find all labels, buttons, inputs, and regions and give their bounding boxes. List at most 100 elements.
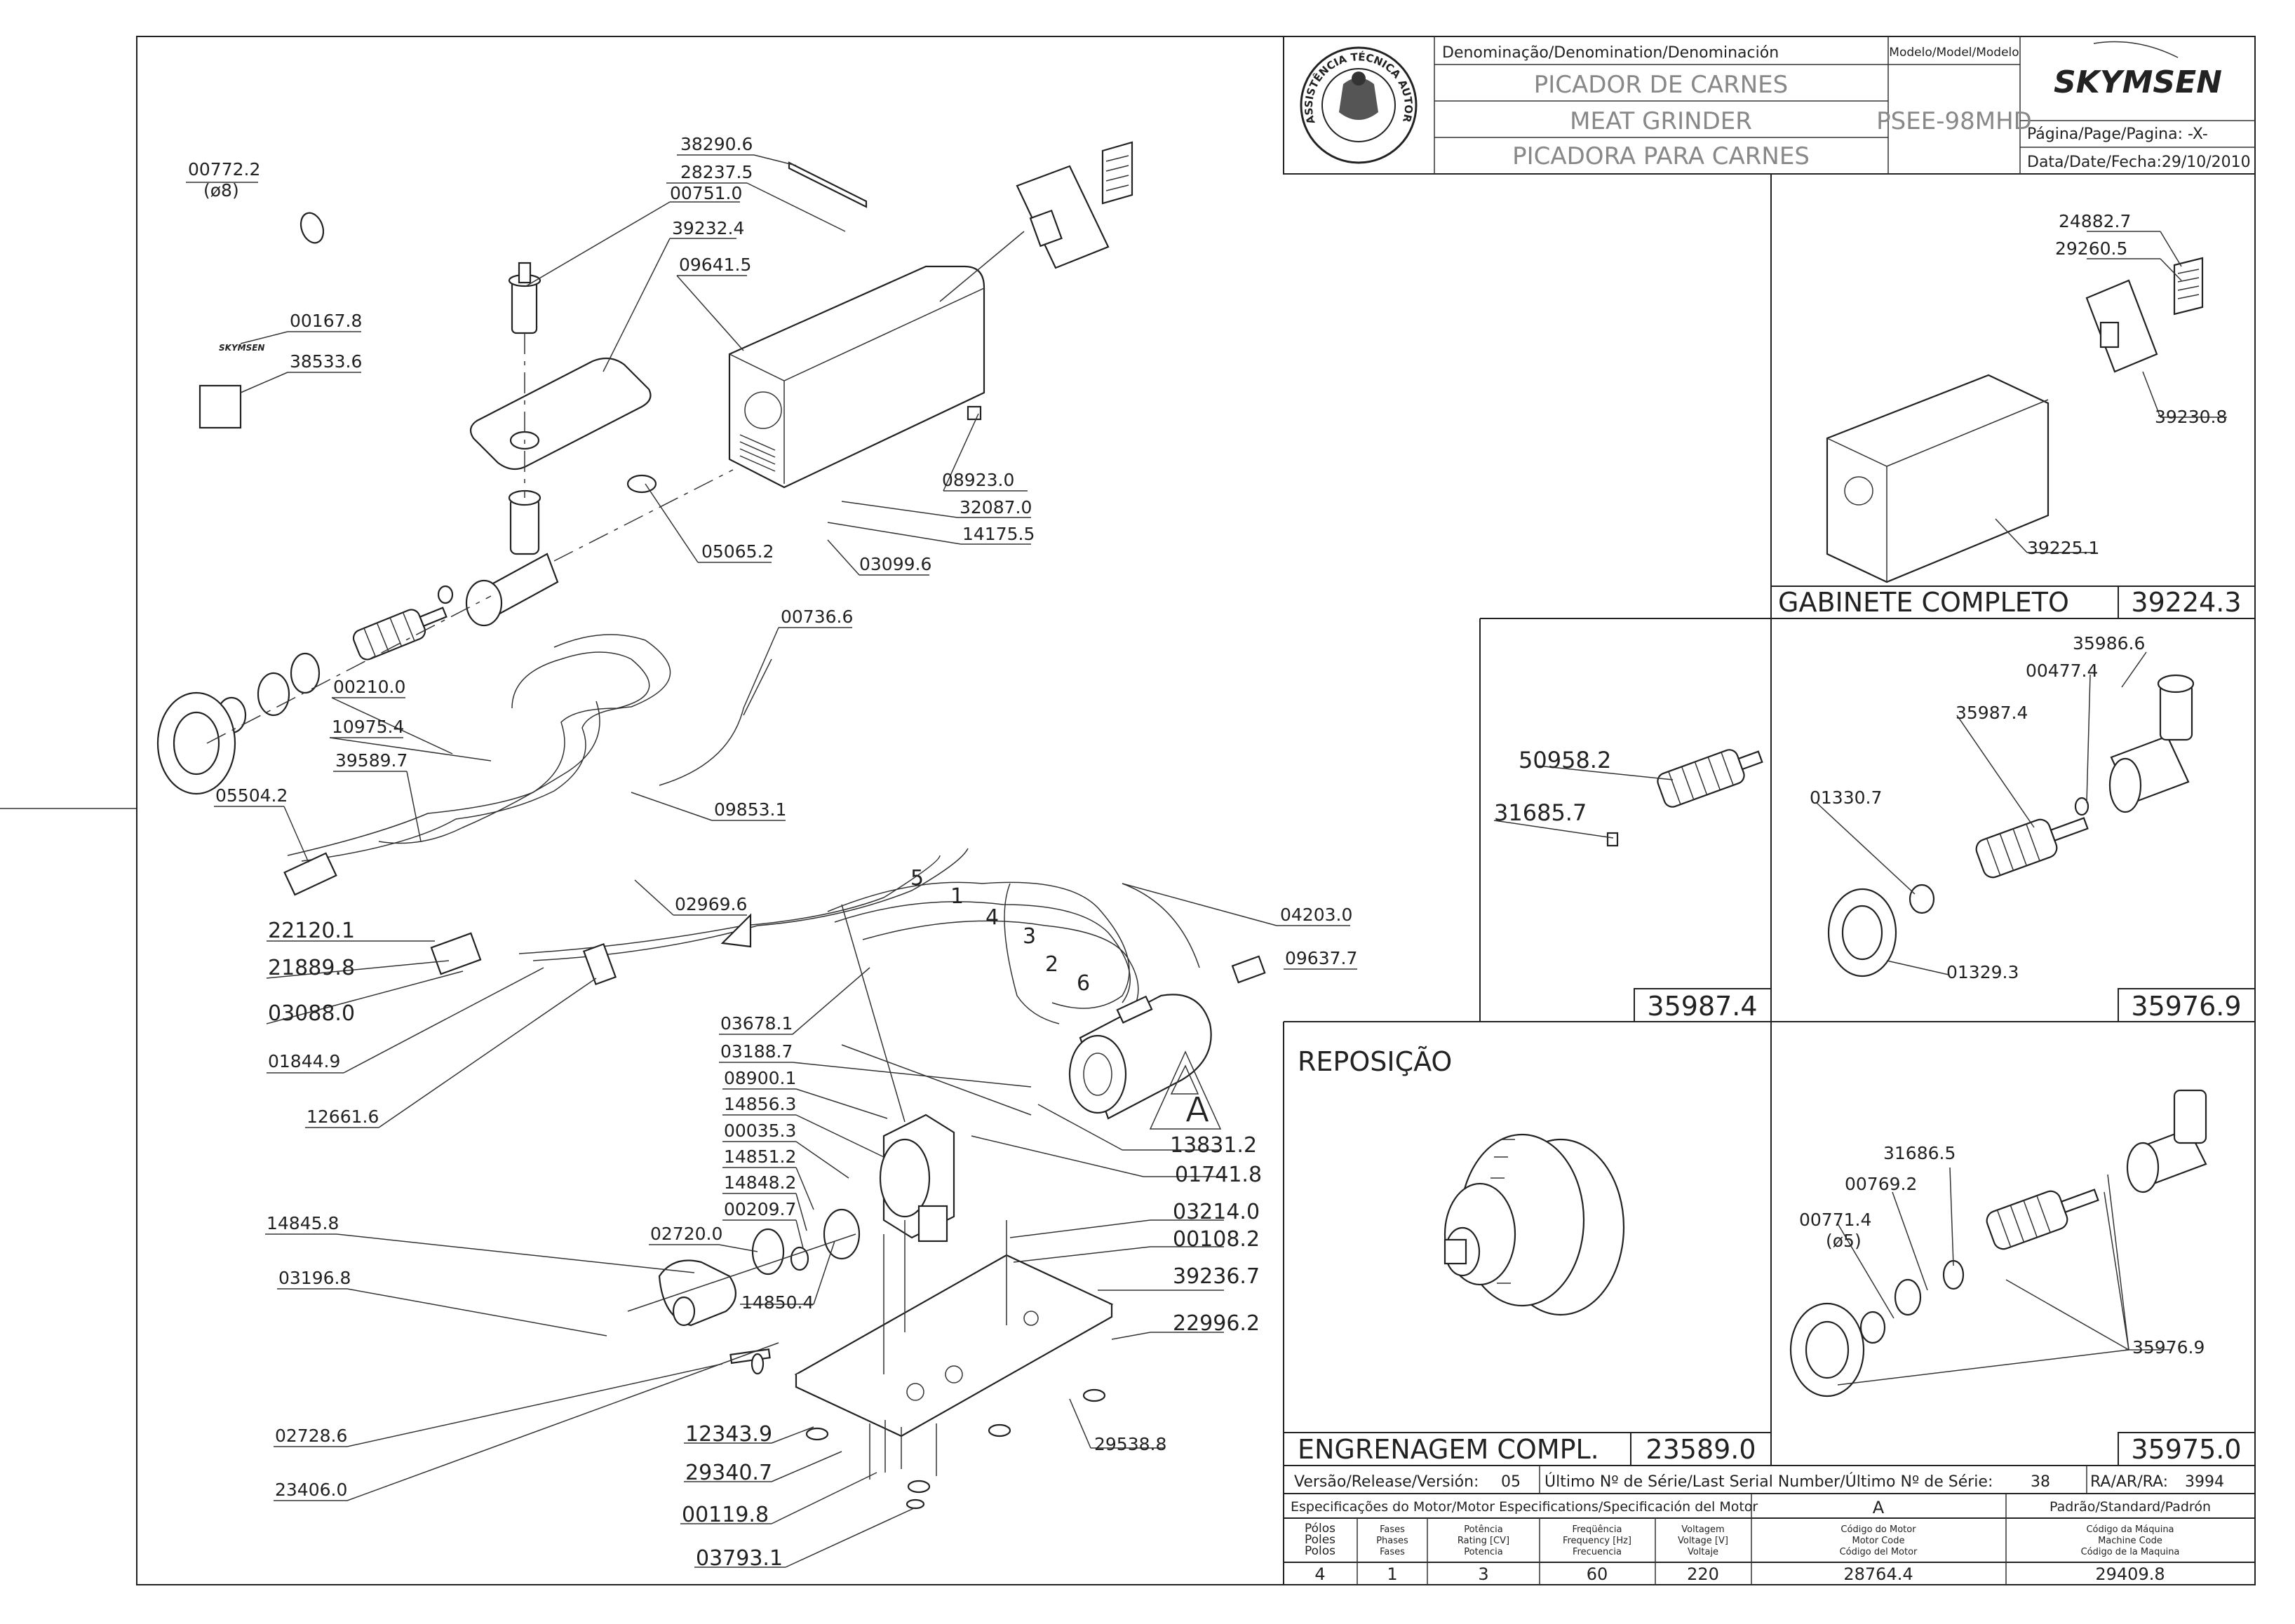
frequency-value: 60 xyxy=(1587,1564,1608,1584)
product-name-en: MEAT GRINDER xyxy=(1570,107,1752,135)
label-29538-8: 29538.8 xyxy=(1094,1434,1166,1454)
denomination-header: Denominação/Denomination/Denominación xyxy=(1442,44,1779,62)
head1-label-3: 35987.4 xyxy=(1956,703,2028,723)
svg-text:SKYMSEN: SKYMSEN xyxy=(219,343,264,353)
label-39232-4: 39232.4 xyxy=(672,218,744,238)
label-10975-4: 10975.4 xyxy=(332,717,404,737)
label-32087-0: 32087.0 xyxy=(960,497,1032,517)
label-28237-5: 28237.5 xyxy=(680,162,753,182)
replacement-title: REPOSIÇÃO xyxy=(1298,1046,1452,1077)
right-panels xyxy=(1283,174,2255,1585)
svg-text:Frequency [Hz]: Frequency [Hz] xyxy=(1563,1536,1631,1546)
cab-label-4: 39225.1 xyxy=(2027,538,2099,558)
skymsen-badge: SKYMSEN xyxy=(219,343,264,353)
head-panel-1: 35976.9 35986.6 00477.4 35987.4 01330.7 … xyxy=(1810,633,2256,1022)
head-panel-1-code: 35976.9 xyxy=(2131,991,2241,1022)
ra-label: RA/AR/RA: xyxy=(2090,1473,2168,1491)
main-labels: 38290.6 28237.5 00751.0 39232.4 09641.5 … xyxy=(188,134,1357,1571)
label-05065-2: 05065.2 xyxy=(701,541,774,562)
cab-label-3: 39230.8 xyxy=(2155,407,2227,427)
cabinet-caption: GABINETE COMPLETO xyxy=(1778,587,2069,618)
replacement-caption: ENGRENAGEM COMPL. xyxy=(1298,1434,1599,1465)
svg-text:Freqüência: Freqüência xyxy=(1572,1524,1622,1535)
label-00035-3: 00035.3 xyxy=(724,1121,796,1141)
label-38533-6: 38533.6 xyxy=(290,351,362,372)
label-14851-2: 14851.2 xyxy=(724,1146,796,1167)
cabinet-panel: GABINETE COMPLETO 39224.3 24882.7 29260.… xyxy=(1770,211,2256,619)
svg-text:Rating [CV]: Rating [CV] xyxy=(1458,1536,1509,1546)
drawing-frame xyxy=(136,36,2256,1585)
svg-text:Fases: Fases xyxy=(1380,1524,1405,1535)
svg-text:Voltaje: Voltaje xyxy=(1688,1547,1718,1557)
leader-lines xyxy=(186,154,1357,1568)
label-phi8: (ø8) xyxy=(203,180,239,201)
svg-text:Código del Motor: Código del Motor xyxy=(1840,1547,1918,1557)
label-03196-8: 03196.8 xyxy=(278,1268,351,1288)
motor-specs-header: Especificações do Motor/Motor Especifica… xyxy=(1291,1499,1758,1515)
label-09641-5: 09641.5 xyxy=(679,255,751,275)
svg-text:Motor Code: Motor Code xyxy=(1852,1536,1905,1546)
motor-class-mark: A xyxy=(1185,1090,1209,1130)
motor-code-value: 28764.4 xyxy=(1843,1564,1913,1584)
head2-label-1: 31686.5 xyxy=(1883,1143,1956,1163)
product-name-es: PICADORA PARA CARNES xyxy=(1512,142,1810,170)
label-01741-8: 01741.8 xyxy=(1175,1163,1262,1187)
label-01844-9: 01844.9 xyxy=(268,1051,340,1071)
spec-col-voltage: Voltagem Voltage [V] Voltaje 220 xyxy=(1678,1524,1728,1584)
motor-specs-table: Especificações do Motor/Motor Especifica… xyxy=(1291,1494,2211,1585)
svg-text:Código de la Maquina: Código de la Maquina xyxy=(2081,1547,2180,1557)
label-03188-7: 03188.7 xyxy=(720,1041,793,1062)
product-name-pt: PICADOR DE CARNES xyxy=(1534,71,1789,99)
screw-panel-code: 35987.4 xyxy=(1647,991,1757,1022)
head2-label-2: 00769.2 xyxy=(1845,1174,1917,1194)
serial-value: 38 xyxy=(2031,1473,2050,1491)
phases-value: 1 xyxy=(1387,1564,1397,1584)
cabinet-code: 39224.3 xyxy=(2131,587,2241,618)
serial-label: Último Nº de Série/Last Serial Number/Úl… xyxy=(1544,1473,1993,1491)
replacement-code: 23589.0 xyxy=(1645,1434,1756,1465)
label-05504-2: 05504.2 xyxy=(215,785,288,806)
standard-header: Padrão/Standard/Padrón xyxy=(2050,1499,2211,1515)
label-14175-5: 14175.5 xyxy=(962,524,1035,544)
label-00772-2: 00772.2 xyxy=(188,159,260,180)
svg-text:Potencia: Potencia xyxy=(1464,1547,1502,1557)
label-29340-7: 29340.7 xyxy=(685,1461,772,1485)
date-label: Data/Date/Fecha:29/10/2010 xyxy=(2027,154,2251,171)
svg-text:Código do Motor: Código do Motor xyxy=(1840,1524,1916,1535)
poles-value: 4 xyxy=(1314,1564,1325,1584)
wire-label-1: 1 xyxy=(950,884,964,909)
svg-text:Poles: Poles xyxy=(1305,1533,1335,1547)
svg-text:Frecuencia: Frecuencia xyxy=(1573,1547,1622,1557)
motor-drawing xyxy=(1068,994,1222,1130)
spec-col-motor-code: Código do Motor Motor Code Código del Mo… xyxy=(1840,1524,1918,1584)
version-row: Versão/Release/Versión: 05 Último Nº de … xyxy=(1294,1466,2224,1494)
screw-label-1: 50958.2 xyxy=(1519,747,1611,773)
label-00209-7: 00209.7 xyxy=(724,1199,796,1219)
label-09853-1: 09853.1 xyxy=(714,799,786,820)
head2-label-4: (ø5) xyxy=(1826,1231,1862,1251)
model-number: PSEE-98MHD xyxy=(1876,107,2032,135)
voltage-value: 220 xyxy=(1687,1564,1719,1584)
label-00108-2: 00108.2 xyxy=(1173,1227,1260,1252)
screw-panel: 35987.4 50958.2 31685.7 xyxy=(1493,747,1772,1022)
svg-text:Voltage [V]: Voltage [V] xyxy=(1678,1536,1728,1546)
gear-assembly-drawing xyxy=(1443,1133,1625,1316)
label-08923-0: 08923.0 xyxy=(942,470,1014,490)
label-14848-2: 14848.2 xyxy=(724,1172,796,1193)
machine-code-value: 29409.8 xyxy=(2095,1564,2165,1584)
version-label: Versão/Release/Versión: xyxy=(1294,1473,1479,1491)
model-header: Modelo/Model/Modelo xyxy=(1889,46,2019,60)
label-02728-6: 02728.6 xyxy=(275,1426,347,1446)
label-00736-6: 00736.6 xyxy=(781,607,853,627)
wire-label-5: 5 xyxy=(910,866,924,891)
head2-label-3: 00771.4 xyxy=(1799,1210,1871,1230)
label-00119-8: 00119.8 xyxy=(682,1503,769,1527)
label-13831-2: 13831.2 xyxy=(1170,1133,1257,1158)
label-00210-0: 00210.0 xyxy=(333,677,405,697)
label-22996-2: 22996.2 xyxy=(1173,1311,1260,1336)
label-03678-1: 03678.1 xyxy=(720,1013,793,1034)
label-02969-6: 02969.6 xyxy=(675,894,747,914)
spec-col-phases: Fases Phases Fases 1 xyxy=(1376,1524,1408,1584)
label-03099-6: 03099.6 xyxy=(859,554,931,574)
